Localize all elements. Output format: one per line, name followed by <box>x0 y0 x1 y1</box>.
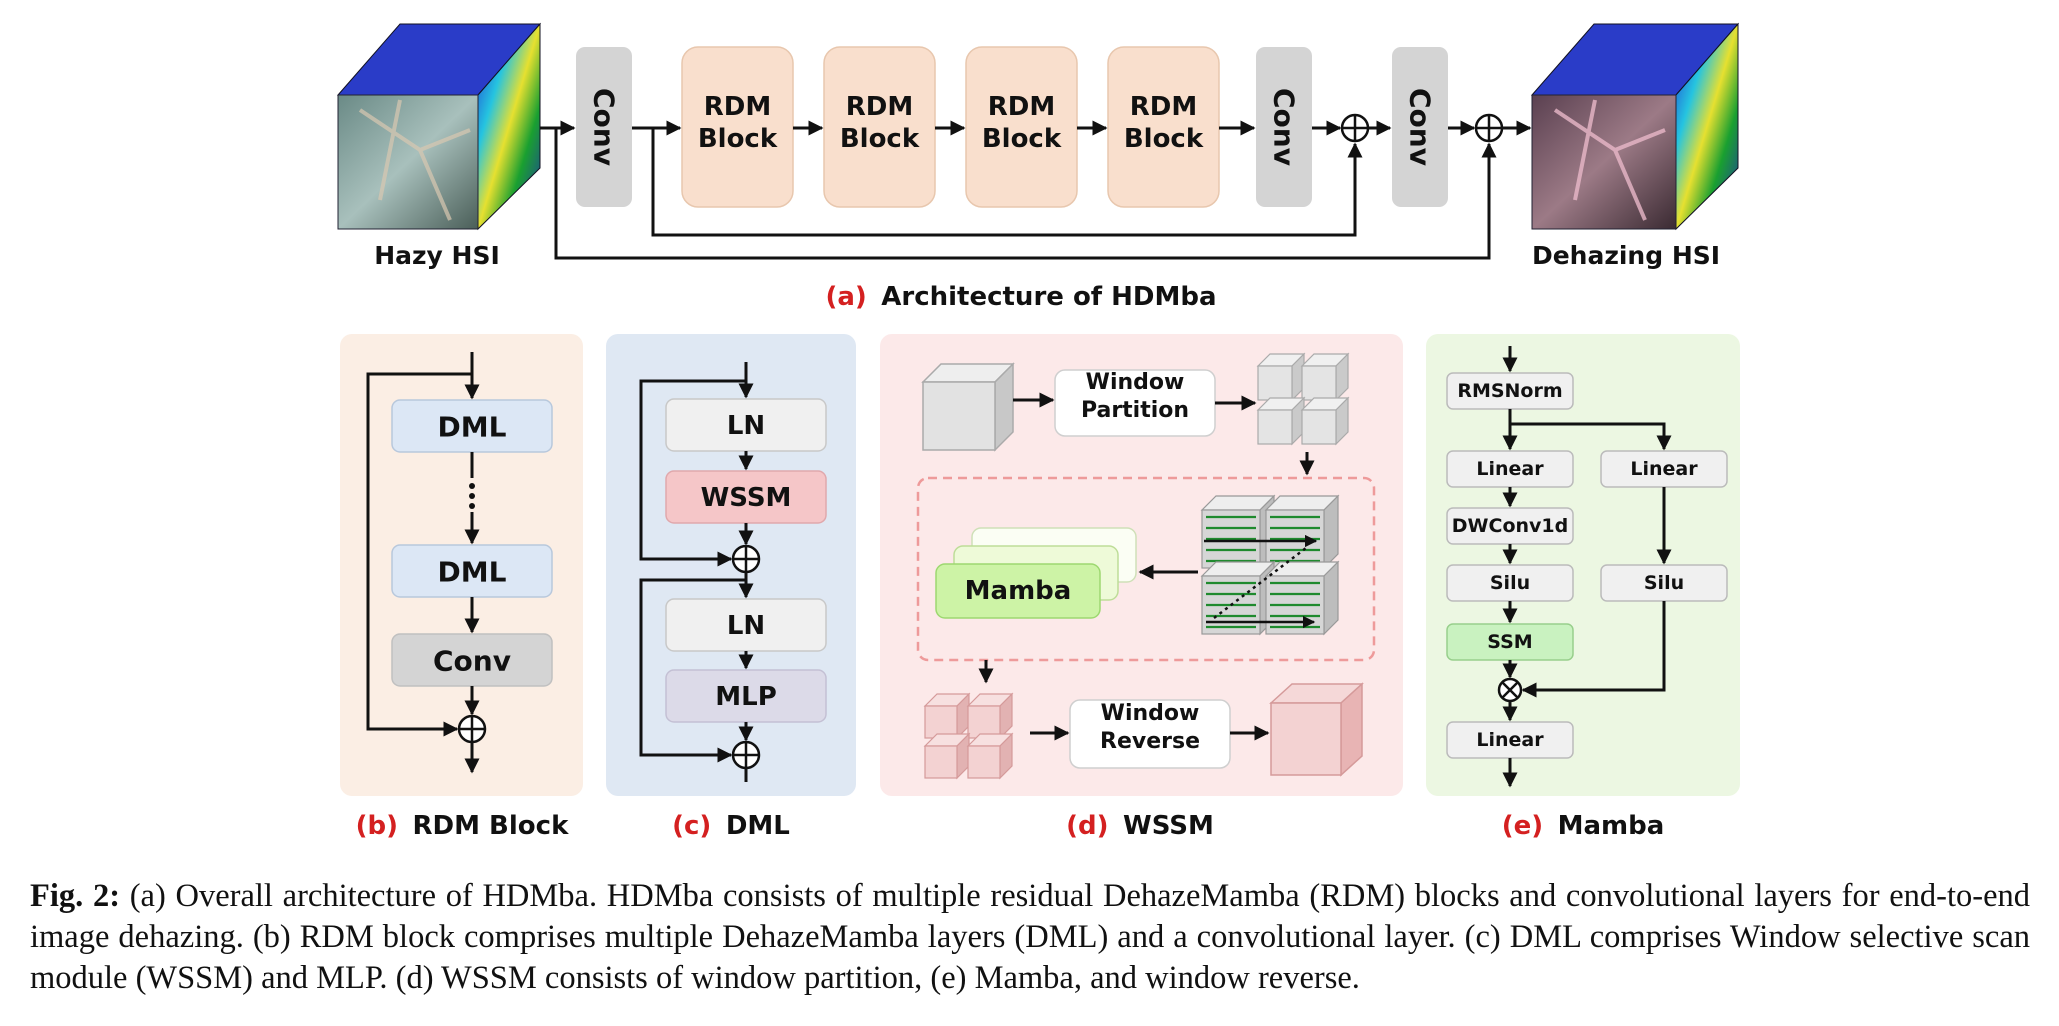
caption-c: (c) DML <box>672 811 790 841</box>
figure-caption-label: Fig. 2: <box>30 878 121 914</box>
caption-e-text: Mamba <box>1558 811 1665 841</box>
add-node-2 <box>1474 113 1504 143</box>
dwconv-label: DWConv1d <box>1452 515 1568 537</box>
ellipsis-dots <box>469 483 475 509</box>
scanned-windows <box>1200 494 1340 636</box>
mamba-label: Mamba <box>965 576 1072 606</box>
mamba-box <box>935 563 1101 619</box>
scan-window-2 <box>1264 494 1340 570</box>
conv-box-b-label: Conv <box>433 645 511 678</box>
dehazing-hsi-label: Dehazing HSI <box>1532 241 1720 270</box>
flow-arrows-a <box>540 120 1532 260</box>
mlp-box-label: MLP <box>715 682 777 712</box>
reverse-window-3 <box>923 732 971 780</box>
silu-right-label: Silu <box>1644 572 1684 594</box>
dml-box-1-label: DML <box>438 411 507 444</box>
panel-b: DML DML Conv (b) RDM Block <box>340 334 583 841</box>
caption-e: (e) Mamba <box>1502 811 1665 841</box>
caption-d-text: WSSM <box>1123 811 1214 841</box>
conv-block-3 <box>1392 47 1448 207</box>
caption-d-tag: (d) <box>1066 811 1108 841</box>
reverse-window-2 <box>966 692 1014 740</box>
wssm-box-label: WSSM <box>701 483 792 513</box>
figure-caption-text: (a) Overall architecture of HDMba. HDMba… <box>30 878 2030 996</box>
caption-d: (d) WSSM <box>1066 811 1214 841</box>
rmsnorm-label: RMSNorm <box>1457 380 1562 402</box>
dehazing-hsi-cube <box>1530 22 1740 231</box>
input-feature-cube <box>921 362 1015 452</box>
caption-a-tag: (a) <box>825 282 866 312</box>
panel-c: LN WSSM LN MLP (c) DML <box>606 334 856 841</box>
silu-left-label: Silu <box>1490 572 1530 594</box>
add-node-1 <box>1340 113 1370 143</box>
caption-b-text: RDM Block <box>413 811 570 841</box>
partition-window-4 <box>1300 396 1350 446</box>
add-node-c2 <box>731 740 761 770</box>
caption-b-tag: (b) <box>356 811 398 841</box>
caption-b: (b) RDM Block <box>356 811 569 841</box>
ln-box-2-label: LN <box>727 611 765 641</box>
panel-e: RMSNorm Linear Linear DWConv1d Silu Silu… <box>1426 334 1740 841</box>
linear-out-label: Linear <box>1476 729 1544 751</box>
caption-a-text: Architecture of HDMba <box>881 282 1216 312</box>
linear-left-label: Linear <box>1476 458 1544 480</box>
caption-a: (a) Architecture of HDMba <box>825 282 1216 312</box>
multiply-node <box>1497 677 1523 703</box>
figure-caption: Fig. 2: (a) Overall architecture of HDMb… <box>30 876 2030 999</box>
partition-window-3 <box>1256 396 1306 446</box>
conv-block-3-label: Conv <box>1404 88 1437 166</box>
partitioned-windows <box>1256 352 1350 446</box>
conv-block-1 <box>576 47 632 207</box>
add-node-b <box>457 714 487 744</box>
add-node-c1 <box>731 544 761 574</box>
flow-arrows-e <box>1502 346 1672 788</box>
hazy-hsi-cube <box>336 22 542 231</box>
conv-block-1-label: Conv <box>588 88 621 166</box>
partition-window-2 <box>1300 352 1350 402</box>
caption-c-text: DML <box>726 811 790 841</box>
caption-e-tag: (e) <box>1502 811 1543 841</box>
reverse-window-1 <box>923 692 971 740</box>
flow-arrows-b <box>366 352 480 774</box>
ssm-label: SSM <box>1487 631 1532 653</box>
hazy-hsi-label: Hazy HSI <box>374 241 500 270</box>
flow-arrows-d <box>978 392 1315 741</box>
linear-right-label: Linear <box>1630 458 1698 480</box>
caption-c-tag: (c) <box>672 811 711 841</box>
reversed-windows <box>923 692 1014 780</box>
scan-region-dashed <box>916 476 1376 662</box>
reverse-window-4 <box>966 732 1014 780</box>
conv-block-2 <box>1256 47 1312 207</box>
dml-box-2-label: DML <box>438 556 507 589</box>
ln-box-1-label: LN <box>727 411 765 441</box>
partition-window-1 <box>1256 352 1306 402</box>
scan-window-1 <box>1200 494 1276 570</box>
output-feature-cube <box>1269 682 1364 777</box>
conv-block-2-label: Conv <box>1268 88 1301 166</box>
flow-arrows-c <box>639 362 754 782</box>
